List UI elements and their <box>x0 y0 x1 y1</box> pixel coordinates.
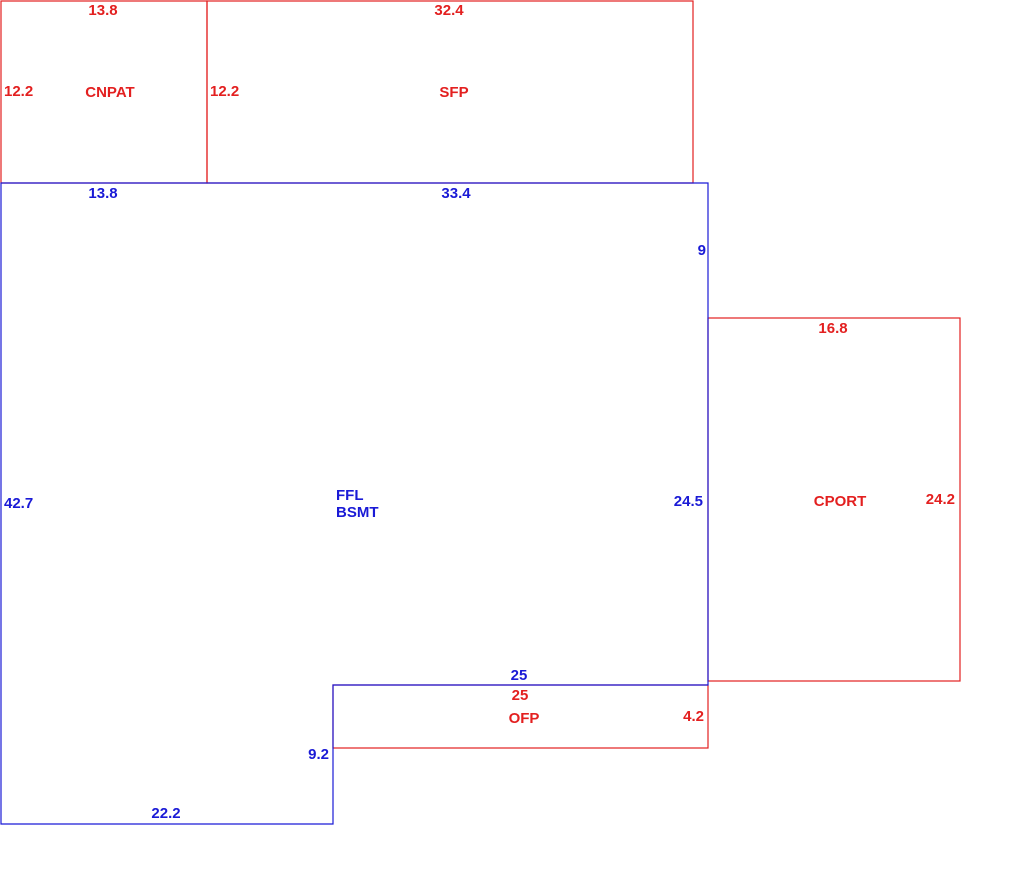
main-right-upper-dimension: 9 <box>698 242 706 259</box>
main-building-outline <box>0 182 709 825</box>
cport-right-dimension: 24.2 <box>926 491 955 508</box>
sfp-top-dimension: 32.4 <box>434 2 464 19</box>
main-top-right-dimension: 33.4 <box>441 185 471 202</box>
sfp-left-dimension: 12.2 <box>210 83 239 100</box>
cport-label: CPORT <box>814 493 867 510</box>
main-bottom-right-dimension: 25 <box>511 667 528 684</box>
main-top-left-dimension: 13.8 <box>88 185 117 202</box>
main-label-line2: BSMT <box>336 504 379 521</box>
main-step-dimension: 9.2 <box>308 746 329 763</box>
main-left-dimension: 42.7 <box>4 495 33 512</box>
cnpat-left-dimension: 12.2 <box>4 83 33 100</box>
sfp-label: SFP <box>439 84 468 101</box>
main-right-lower-dimension: 24.5 <box>674 493 703 510</box>
ofp-label: OFP <box>509 710 540 727</box>
cport-top-dimension: 16.8 <box>818 320 847 337</box>
main-label-line1: FFL <box>336 487 364 504</box>
cnpat-top-dimension: 13.8 <box>88 2 117 19</box>
cnpat-label: CNPAT <box>85 84 134 101</box>
main-bottom-left-dimension: 22.2 <box>151 805 180 822</box>
ofp-top-dimension: 25 <box>512 687 529 704</box>
ofp-right-dimension: 4.2 <box>683 708 704 725</box>
